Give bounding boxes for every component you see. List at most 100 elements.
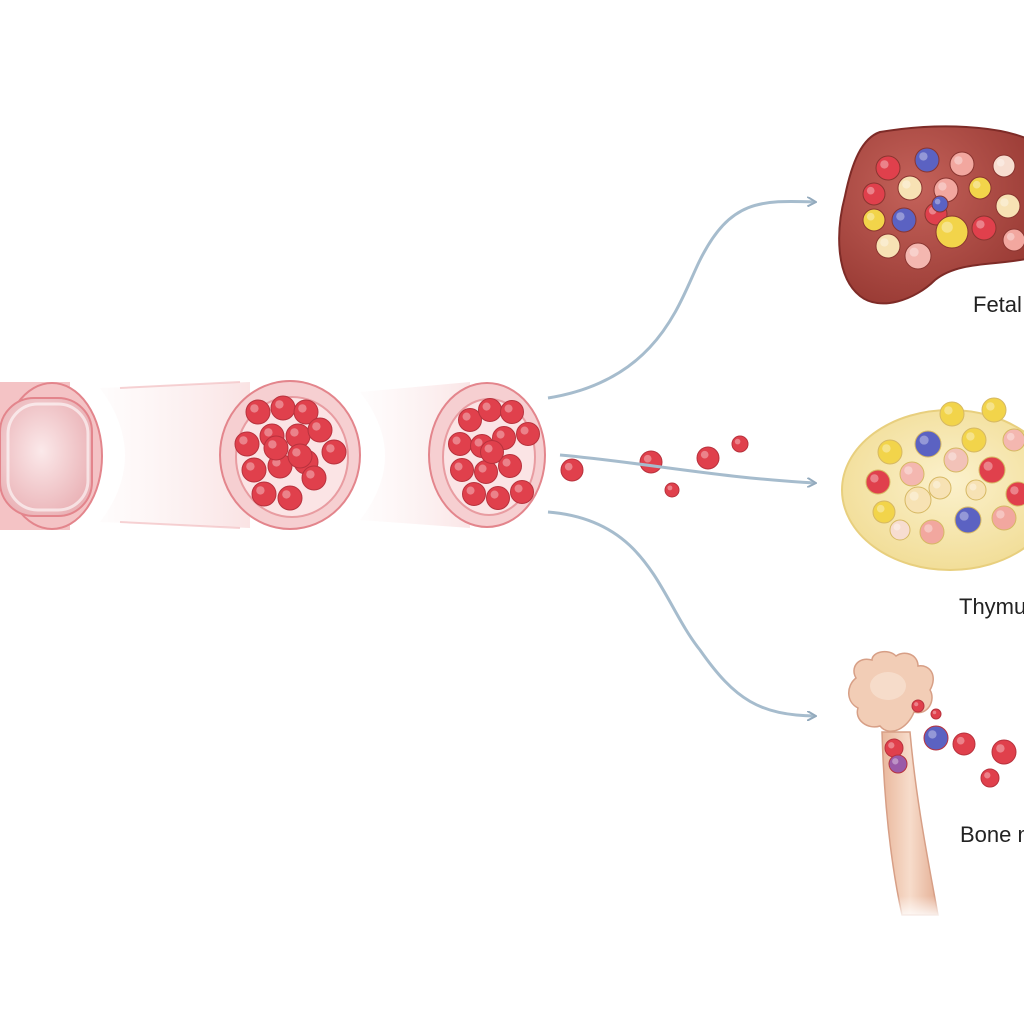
cell-highlight bbox=[932, 710, 937, 715]
cell-highlight bbox=[290, 428, 299, 437]
cell-highlight bbox=[924, 524, 933, 533]
cell-highlight bbox=[250, 404, 259, 413]
blood-cell-icon bbox=[897, 175, 923, 201]
blood-cell-icon bbox=[949, 151, 975, 177]
blood-cell-icon bbox=[234, 431, 260, 457]
blood-cell-icon bbox=[911, 699, 925, 713]
blood-cell-icon bbox=[560, 458, 584, 482]
cell-highlight bbox=[282, 490, 291, 499]
cell-cluster bbox=[865, 397, 1024, 545]
blood-cell-icon bbox=[961, 427, 987, 453]
cell-cluster bbox=[884, 699, 1017, 788]
blood-cell-icon bbox=[884, 738, 904, 758]
cell-highlight bbox=[996, 510, 1005, 519]
label-fetal-liver: Fetal bbox=[973, 292, 1022, 317]
cell-highlight bbox=[928, 730, 937, 739]
blood-cell-icon bbox=[321, 439, 347, 465]
cell-highlight bbox=[944, 406, 953, 415]
arrow-icon bbox=[559, 453, 815, 483]
cell-highlight bbox=[312, 422, 321, 431]
blood-cell-icon bbox=[930, 708, 942, 720]
cell-highlight bbox=[919, 435, 929, 445]
blood-cell-icon bbox=[251, 481, 277, 507]
cell-highlight bbox=[932, 480, 941, 489]
cell-highlight bbox=[959, 511, 969, 521]
blood-cell-icon bbox=[980, 768, 1000, 788]
blood-cell-icon bbox=[1005, 481, 1024, 507]
blood-cell-icon bbox=[981, 397, 1007, 423]
blood-cell-icon bbox=[939, 401, 965, 427]
blood-cell-icon bbox=[877, 439, 903, 465]
cell-highlight bbox=[564, 462, 573, 471]
blood-cell-icon bbox=[923, 725, 949, 751]
cell-highlight bbox=[482, 402, 491, 411]
blood-cell-icon bbox=[639, 450, 663, 474]
blood-cell-icon bbox=[478, 398, 502, 422]
blood-cell-icon bbox=[500, 400, 524, 424]
blood-cell-icon bbox=[498, 454, 522, 478]
cell-highlight bbox=[643, 454, 652, 463]
cell-highlight bbox=[969, 483, 977, 491]
cell-highlight bbox=[986, 402, 995, 411]
blood-cell-icon bbox=[968, 176, 992, 200]
blood-cell-icon bbox=[965, 479, 987, 501]
cell-highlight bbox=[904, 466, 913, 475]
blood-cell-icon bbox=[991, 739, 1017, 765]
blood-cell-icon bbox=[1002, 428, 1024, 452]
blood-cell-icon bbox=[458, 408, 482, 432]
cell-highlight bbox=[996, 744, 1005, 753]
blood-cell-icon bbox=[978, 456, 1006, 484]
cell-highlight bbox=[292, 448, 301, 457]
blood-cell-icon bbox=[293, 399, 319, 425]
blood-cell-icon bbox=[277, 485, 303, 511]
arrow-icon bbox=[547, 201, 815, 400]
cell-highlight bbox=[502, 458, 511, 467]
bone-icon bbox=[848, 650, 960, 920]
cell-highlight bbox=[275, 400, 284, 409]
blood-cell-icon bbox=[270, 395, 296, 421]
cell-highlight bbox=[298, 404, 307, 413]
cell-highlight bbox=[256, 486, 265, 495]
cell-highlight bbox=[909, 247, 919, 257]
blood-cell-icon bbox=[1002, 228, 1024, 252]
blood-cell-icon bbox=[263, 435, 289, 461]
blood-cell-icon bbox=[919, 519, 945, 545]
cell-highlight bbox=[983, 461, 993, 471]
cell-highlight bbox=[984, 772, 991, 779]
cell-highlight bbox=[880, 238, 889, 247]
arrow-icon bbox=[547, 510, 815, 716]
blood-cell-icon bbox=[952, 732, 976, 756]
cell-highlight bbox=[996, 158, 1005, 167]
blood-cell-icon bbox=[872, 500, 896, 524]
blood-cell-icon bbox=[241, 457, 267, 483]
cell-highlight bbox=[239, 436, 248, 445]
blood-cell-icon bbox=[971, 215, 997, 241]
cell-highlight bbox=[941, 221, 953, 233]
cell-highlight bbox=[976, 220, 985, 229]
blood-cell-icon bbox=[462, 482, 486, 506]
blood-cell-icon bbox=[731, 435, 749, 453]
blood-cell-icon bbox=[307, 417, 333, 443]
cell-highlight bbox=[954, 156, 963, 165]
label-thymus: Thymu bbox=[959, 594, 1024, 619]
cell-highlight bbox=[504, 404, 513, 413]
cell-highlight bbox=[948, 452, 957, 461]
cell-highlight bbox=[268, 440, 277, 449]
cell-highlight bbox=[478, 464, 487, 473]
blood-cell-icon bbox=[474, 460, 498, 484]
cell-highlight bbox=[938, 182, 947, 191]
blood-vessel-icon bbox=[0, 382, 103, 530]
blood-cell-icon bbox=[991, 505, 1017, 531]
blood-cell-icon bbox=[664, 482, 680, 498]
cell-highlight bbox=[876, 504, 885, 513]
blood-cell-icon bbox=[914, 430, 942, 458]
cell-highlight bbox=[909, 491, 919, 501]
blood-cell-icon bbox=[914, 147, 940, 173]
cell-cluster bbox=[862, 147, 1024, 270]
blood-cell-icon bbox=[875, 233, 901, 259]
cell-highlight bbox=[1000, 198, 1009, 207]
blood-cell-icon bbox=[510, 480, 534, 504]
cell-highlight bbox=[919, 152, 928, 161]
